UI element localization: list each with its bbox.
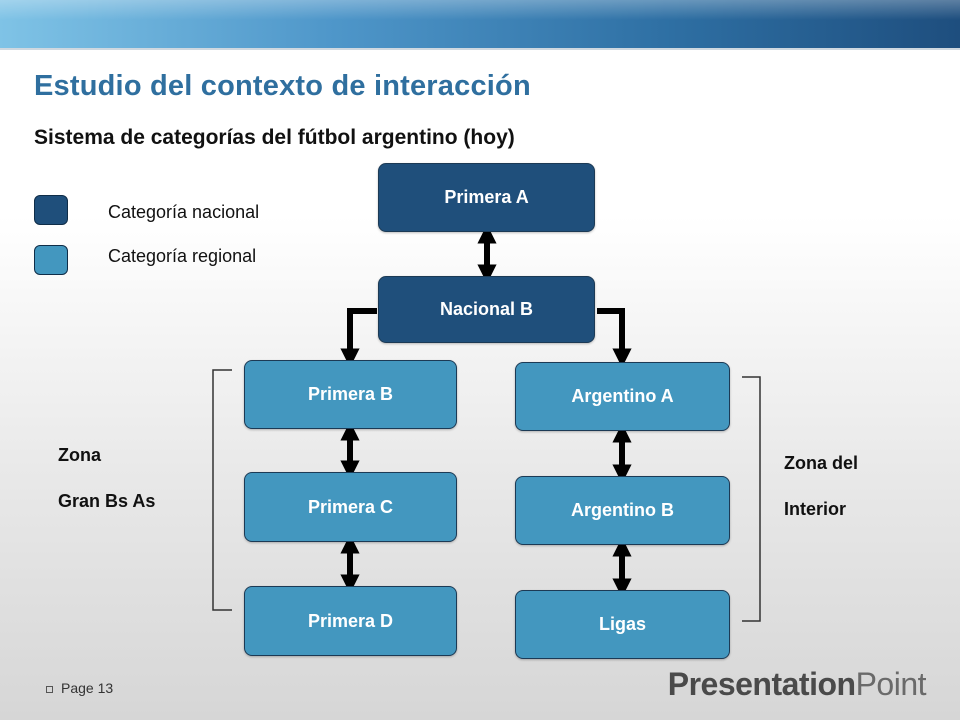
slide-subtitle: Sistema de categorías del fútbol argenti… [34,126,515,149]
box-argentino-b: Argentino B [515,476,730,545]
zone-left-line1: Zona [58,445,101,465]
legend-national-label: Categoría nacional [108,202,260,222]
zone-right-line2: Interior [784,499,847,519]
zone-right-line1: Zona del [784,453,859,473]
box-primera-d: Primera D [244,586,457,656]
bullet-icon [46,685,53,693]
slide-title: Estudio del contexto de interacción [34,70,531,102]
header-bar [0,0,960,50]
header-sheen [0,0,960,20]
box-nacional-b: Nacional B [378,276,595,343]
box-primera-a: Primera A [378,163,595,232]
logo-text-light: Point [855,666,927,702]
page-number: Page 13 [46,680,113,696]
legend-national-swatch [34,195,68,225]
bracket-left [212,369,232,611]
legend-regional-swatch [34,245,68,275]
zone-left-line2: Gran Bs As [58,491,156,511]
arrow-nacional-b-argentino-a [597,308,632,368]
box-ligas: Ligas [515,590,730,659]
box-primera-b: Primera B [244,360,457,429]
box-primera-c: Primera C [244,472,457,542]
logo-text-bold: Presentation [667,666,856,702]
box-argentino-a: Argentino A [515,362,730,431]
legend-regional-label: Categoría regional [108,246,257,266]
presentationpoint-logo: PresentationPoint [667,666,927,703]
page-number-text: Page 13 [61,680,114,696]
bracket-right [742,376,761,622]
arrow-nacional-b-primera-b [340,308,377,368]
